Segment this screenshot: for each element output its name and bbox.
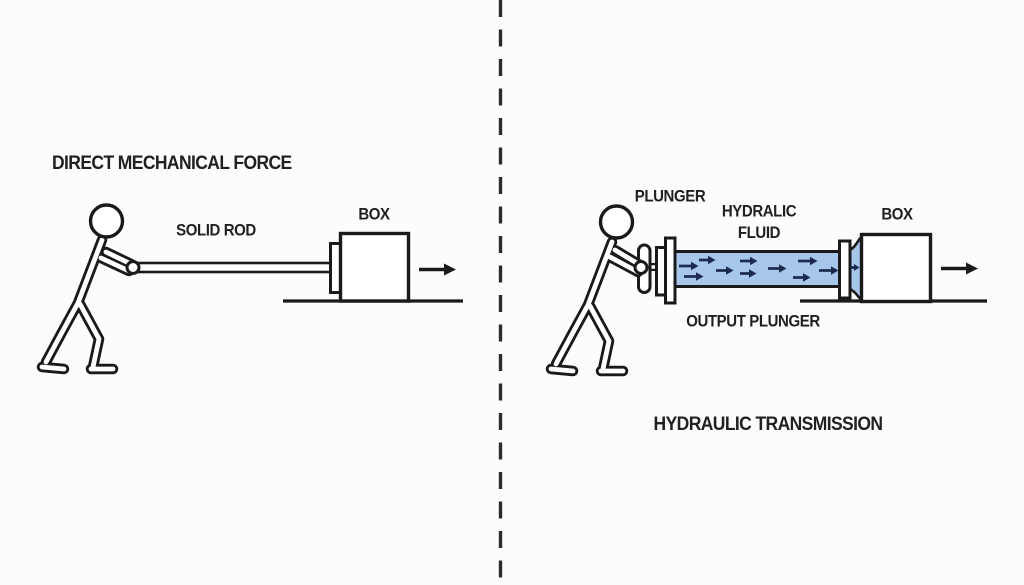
hydraulic-fluid-label: HYDRALIC FLUID [721, 201, 797, 244]
person-hand [633, 260, 649, 275]
person-pushing-plunger [545, 204, 649, 377]
solid-rod-label: SOLID ROD [176, 221, 256, 241]
person-head [88, 203, 125, 239]
right-panel-title: HYDRAULIC TRANSMISSION [653, 412, 883, 435]
input-plunger-plate [655, 236, 677, 305]
box-left [338, 231, 411, 303]
person-hand [125, 260, 141, 275]
box-label-right: BOX [881, 205, 913, 225]
hydraulic-fluid-label-line1: HYDRALIC [721, 202, 797, 222]
hydraulic-fluid-tube [673, 250, 843, 288]
person-head [598, 204, 635, 240]
output-plunger-plate [838, 239, 852, 300]
hydraulic-fluid-label-line2: FLUID [737, 223, 781, 243]
left-panel-title: DIRECT MECHANICAL FORCE [52, 151, 292, 174]
output-plunger-label: OUTPUT PLUNGER [686, 312, 820, 332]
fluid-flow-arrows [679, 255, 839, 282]
flare-flow-arrow [851, 264, 860, 271]
box-right [859, 232, 933, 304]
motion-arrow-right [941, 262, 978, 275]
plunger-label: PLUNGER [634, 187, 706, 207]
solid-rod [136, 261, 336, 274]
motion-arrow-left [419, 263, 456, 276]
box-label-left: BOX [358, 205, 390, 225]
person-pushing-rod [36, 203, 141, 375]
